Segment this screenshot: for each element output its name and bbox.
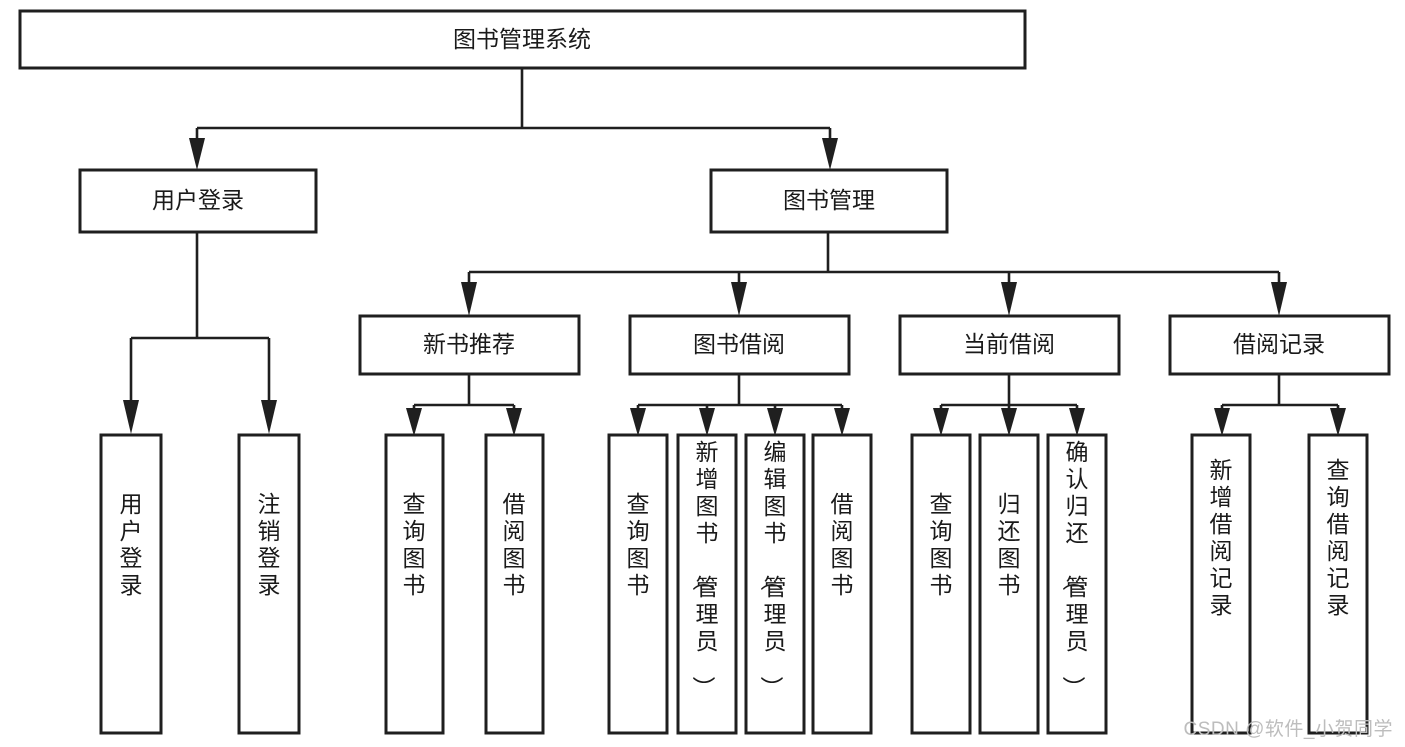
node-box[interactable] [1307, 433, 1369, 735]
node-label: 当前借阅 [963, 331, 1055, 357]
node-box[interactable] [358, 314, 581, 376]
node-leaf-query-book-1[interactable]: 查询图书 [384, 433, 445, 735]
node-label: 查询图书 [403, 491, 426, 598]
node-box[interactable] [384, 433, 445, 735]
arrow-head-icon [822, 138, 838, 170]
connector-bookmanage-to-level3 [461, 232, 1287, 316]
node-leaf-borrow-book-1[interactable]: 借阅图书 [484, 433, 545, 735]
connector-newbook-to-leaves [406, 374, 522, 436]
node-leaf-add-record[interactable]: 新增借阅记录 [1190, 433, 1252, 735]
arrow-head-icon [461, 282, 477, 316]
arrow-head-icon [1271, 282, 1287, 316]
arrow-head-icon [1330, 408, 1346, 436]
node-box[interactable] [910, 433, 972, 735]
connector-borrowrecord-to-leaves [1214, 374, 1346, 436]
connector-currentborrow-to-leaves [933, 374, 1085, 436]
arrow-head-icon [834, 408, 850, 436]
arrow-head-icon [406, 408, 422, 436]
node-box[interactable] [237, 433, 301, 735]
node-book-manage[interactable]: 图书管理 [709, 168, 949, 234]
arrow-head-icon [1001, 282, 1017, 316]
node-book-borrow[interactable]: 图书借阅 [628, 314, 851, 376]
node-box[interactable] [484, 433, 545, 735]
arrow-head-icon [630, 408, 646, 436]
node-box[interactable] [1046, 433, 1108, 735]
node-leaf-logout-login[interactable]: 注销登录 [237, 433, 301, 735]
node-borrow-record[interactable]: 借阅记录 [1168, 314, 1391, 376]
node-new-book-recommend[interactable]: 新书推荐 [358, 314, 581, 376]
node-box[interactable] [1190, 433, 1252, 735]
node-label: 图书管理 [783, 187, 875, 213]
node-label: 新增借阅记录 [1210, 457, 1233, 618]
node-box[interactable] [744, 433, 806, 735]
node-box[interactable] [811, 433, 873, 735]
node-leaf-confirm-return[interactable]: 确认归还（管理员） [1046, 433, 1108, 735]
node-label: 编辑图书（管理员） [759, 439, 787, 699]
arrow-head-icon [731, 282, 747, 316]
node-label: 注销登录 [258, 491, 281, 598]
node-label: 归还图书 [998, 491, 1021, 598]
arrow-head-icon [1001, 408, 1017, 436]
connector-userlogin-to-leaves [123, 232, 277, 434]
node-box[interactable] [18, 9, 1027, 70]
node-user-login[interactable]: 用户登录 [78, 168, 318, 234]
node-label: 新书推荐 [423, 331, 515, 357]
csdn-watermark: CSDN @软件_小贺同学 [1183, 719, 1393, 740]
node-label: 确认归还（管理员） [1061, 439, 1089, 699]
node-box[interactable] [676, 433, 738, 735]
node-label: 查询借阅记录 [1327, 457, 1350, 618]
node-root-book-management-system[interactable]: 图书管理系统 [18, 9, 1027, 70]
node-box[interactable] [1168, 314, 1391, 376]
node-box[interactable] [628, 314, 851, 376]
node-current-borrow[interactable]: 当前借阅 [898, 314, 1121, 376]
node-label: 借阅图书 [831, 491, 854, 598]
node-label: 查询图书 [627, 491, 650, 598]
connector-root-to-level2 [189, 68, 838, 170]
arrow-head-icon [933, 408, 949, 436]
node-leaf-query-book-2[interactable]: 查询图书 [607, 433, 669, 735]
node-leaf-add-book[interactable]: 新增图书（管理员） [676, 433, 738, 735]
connector-bookborrow-to-leaves [630, 374, 850, 436]
node-label: 用户登录 [120, 491, 143, 598]
arrow-head-icon [189, 138, 205, 170]
node-leaf-return-book[interactable]: 归还图书 [978, 433, 1040, 735]
node-label: 借阅图书 [503, 491, 526, 598]
arrow-head-icon [1069, 408, 1085, 436]
node-box[interactable] [78, 168, 318, 234]
node-box[interactable] [898, 314, 1121, 376]
arrow-head-icon [506, 408, 522, 436]
node-box[interactable] [99, 433, 163, 735]
node-label: 图书管理系统 [453, 26, 591, 52]
node-label: 图书借阅 [693, 331, 785, 357]
node-leaf-edit-book[interactable]: 编辑图书（管理员） [744, 433, 806, 735]
arrow-head-icon [123, 400, 139, 434]
node-leaf-query-record[interactable]: 查询借阅记录 [1307, 433, 1369, 735]
node-leaf-user-login[interactable]: 用户登录 [99, 433, 163, 735]
node-leaf-query-book-3[interactable]: 查询图书 [910, 433, 972, 735]
node-label: 新增图书（管理员） [691, 439, 719, 699]
node-label: 查询图书 [930, 491, 953, 598]
node-box[interactable] [978, 433, 1040, 735]
arrow-head-icon [1214, 408, 1230, 436]
node-label: 借阅记录 [1233, 331, 1325, 357]
node-box[interactable] [709, 168, 949, 234]
arrow-head-icon [699, 408, 715, 436]
node-leaf-borrow-book-2[interactable]: 借阅图书 [811, 433, 873, 735]
node-label: 用户登录 [152, 187, 244, 213]
arrow-head-icon [767, 408, 783, 436]
node-box[interactable] [607, 433, 669, 735]
arrow-head-icon [261, 400, 277, 434]
